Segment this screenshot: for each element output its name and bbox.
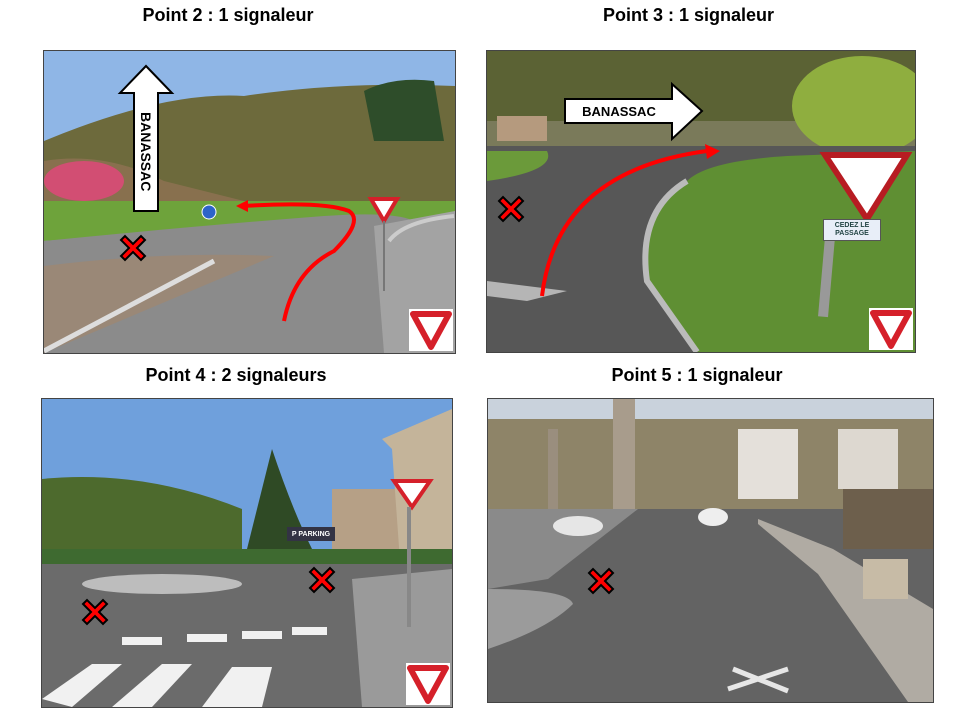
parking-sign: P PARKING [287, 527, 335, 541]
photo-background [42, 399, 452, 707]
marshal-position-x-icon [119, 234, 147, 262]
banassac-arrow-label: BANASSAC [582, 103, 656, 119]
yield-sign-icon [406, 663, 450, 705]
panel-title-point-2: Point 2 : 1 signaleur [142, 5, 314, 25]
marshal-position-x-icon [497, 195, 525, 223]
cedez-le-passage-sign: CEDEZ LE PASSAGE [823, 219, 881, 241]
panel-title-point-5: Point 5 : 1 signaleur [611, 365, 783, 385]
yield-sign-icon [869, 308, 913, 350]
marshal-position-x-icon [308, 566, 336, 594]
photo-background [488, 399, 933, 702]
banassac-arrow-label: BANASSAC [138, 112, 154, 192]
panel-title-point-3: Point 3 : 1 signaleur [602, 5, 775, 25]
photo-point-3: BANASSAC CEDEZ LE PASSAGE [486, 50, 916, 353]
photo-point-4: P PARKING [41, 398, 453, 708]
marshal-position-x-icon [81, 598, 109, 626]
yield-sign-icon [409, 309, 453, 351]
panel-title-point-4: Point 4 : 2 signaleurs [145, 365, 327, 385]
marshal-position-x-icon [587, 567, 615, 595]
photo-point-5 [487, 398, 934, 703]
photo-point-2: BANASSAC [43, 50, 456, 354]
photo-background [44, 51, 455, 353]
photo-background [487, 51, 915, 352]
